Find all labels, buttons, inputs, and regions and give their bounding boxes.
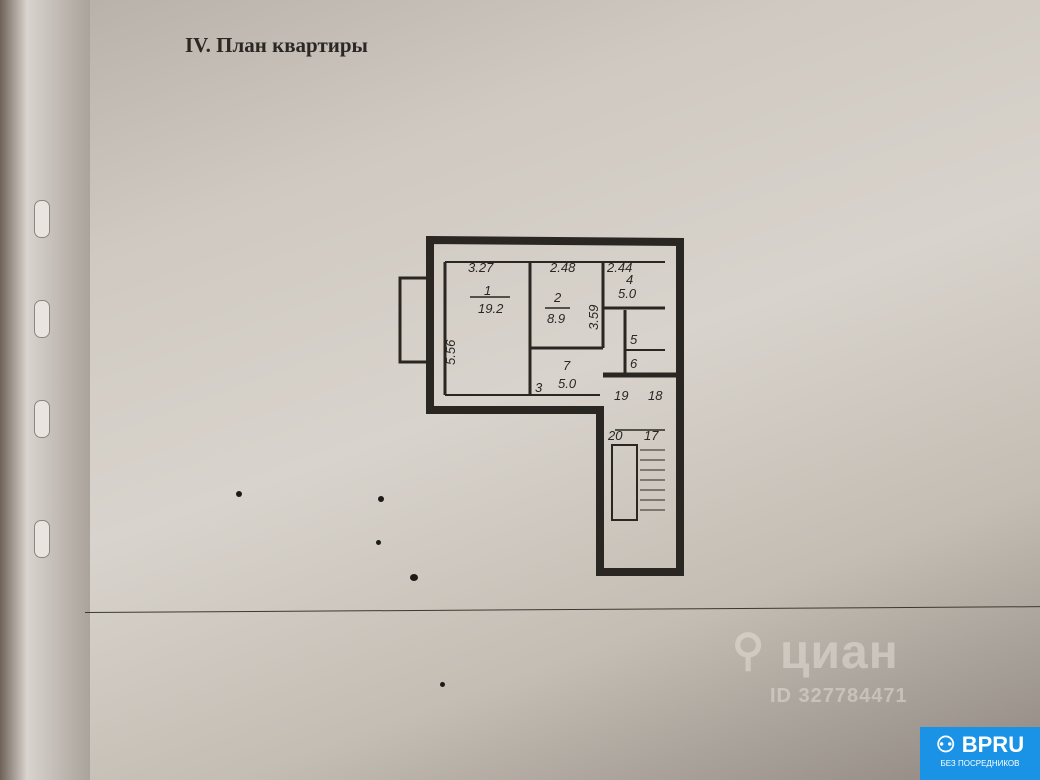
ink-spot — [410, 574, 418, 581]
room-4-number: 4 — [626, 272, 633, 287]
bpru-subtitle: БЕЗ ПОСРЕДНИКОВ — [940, 759, 1020, 768]
section-title: IV. План квартиры — [185, 33, 368, 57]
room-2-area: 8.9 — [547, 311, 565, 326]
outer-wall — [426, 235, 684, 576]
room-3-number: 3 — [535, 380, 543, 395]
ink-spot — [378, 496, 384, 502]
ink-spot — [236, 491, 242, 497]
bpru-logo-text: BPRU — [961, 732, 1025, 757]
room-20-number: 20 — [607, 428, 623, 443]
room-7-number: 7 — [563, 358, 571, 373]
people-icon: ⚇ — [935, 732, 962, 757]
room-5-number: 5 — [630, 332, 638, 347]
punch-hole — [34, 520, 50, 558]
room-1-number: 1 — [484, 283, 491, 298]
bpru-logo: ⚇ BPRU — [920, 732, 1040, 758]
room-2-number: 2 — [553, 290, 562, 305]
room-6-number: 6 — [630, 356, 638, 371]
room-4-width: 2.44 — [606, 260, 632, 275]
room-4-area: 5.0 — [618, 286, 637, 301]
location-pin-icon: ⚲ — [732, 626, 765, 675]
room-2-width: 2.48 — [549, 260, 576, 275]
room-7-area: 5.0 — [558, 376, 577, 391]
plastic-sleeve-edge — [0, 0, 90, 780]
balcony — [398, 276, 434, 364]
room-1-area: 19.2 — [478, 301, 504, 316]
punch-hole — [34, 300, 50, 338]
stairs — [640, 449, 665, 511]
stairwell — [611, 444, 638, 521]
bpru-badge: ⚇ BPRU БЕЗ ПОСРЕДНИКОВ — [920, 727, 1040, 780]
room-19-number: 19 — [614, 388, 628, 403]
room-17-number: 17 — [644, 428, 659, 443]
room-2-length: 3.59 — [586, 305, 601, 330]
watermark-brand: циан — [780, 626, 899, 679]
room-1-width: 3.27 — [468, 260, 494, 275]
punch-hole — [34, 200, 50, 238]
room-1-length: 5.56 — [443, 339, 458, 365]
ink-spot — [440, 682, 445, 687]
watermark-id: ID 327784471 — [770, 685, 908, 707]
room-18-number: 18 — [648, 388, 663, 403]
punch-hole — [34, 400, 50, 438]
ink-spot — [376, 540, 381, 545]
